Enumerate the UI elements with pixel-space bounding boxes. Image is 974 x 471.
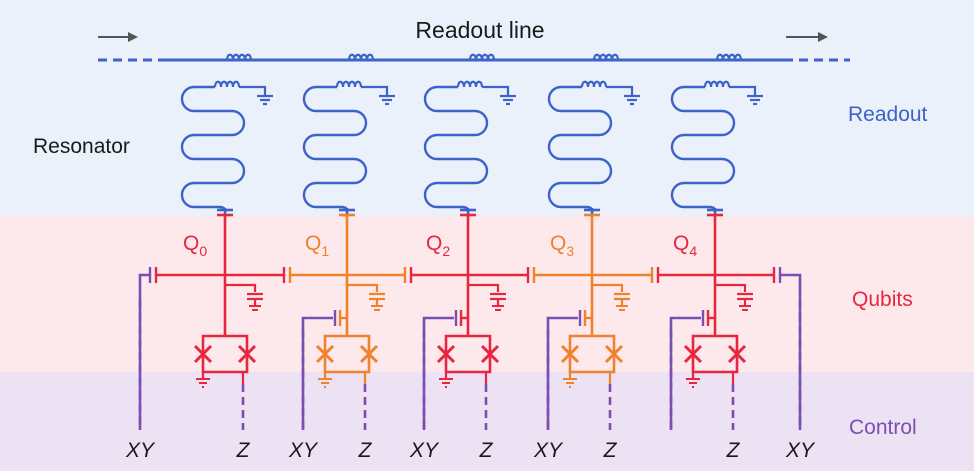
xy-drive-line [546,316,578,430]
shunt-cap-wire [347,283,379,292]
z-label: Z [358,439,373,462]
josephson-junction [237,344,257,364]
resonator-meander [302,85,368,218]
qubit-coupling-bus: XY XY [125,267,816,462]
resonator-inductor [213,80,241,88]
readout-line-inductor [592,53,620,61]
josephson-junction [193,344,213,364]
josephson-junction [683,344,703,364]
squid-loop [323,316,371,374]
xy-drive-line [669,316,701,430]
z-label: Z [236,439,251,462]
shunt-cap-wire [715,283,747,292]
resonator-ground-wire [239,85,267,95]
resonator-inductor [580,80,608,88]
qubit-unit: Q4Z [669,80,763,462]
resonator-meander [180,85,246,218]
qubit-label-index: 4 [689,243,697,259]
josephson-junction [436,344,456,364]
xy-label: XY [533,439,564,462]
resonator-inductor [703,80,731,88]
region-label-readout: Readout [848,103,928,126]
xy-drive-line [422,316,454,430]
qubit-label: Q2 [426,232,450,259]
squid-loop [691,316,739,374]
xy-drive-line [301,316,333,430]
readout-arrow-left [98,32,138,42]
resonator-inductor [456,80,484,88]
resonator-meander [670,85,736,218]
z-label: Z [603,439,618,462]
resonator-meander [547,85,613,218]
qubit-unit: Q0Z [180,80,273,462]
resonator-ground-wire [361,85,389,95]
readout-line-inductor [468,53,496,61]
readout-arrow-right [786,32,828,42]
qubit-label-index: 0 [199,243,207,259]
josephson-junction [315,344,335,364]
readout-line-inductor [715,53,743,61]
qubits-region-bg [0,216,974,372]
resonator-label: Resonator [33,135,130,158]
josephson-junction [560,344,580,364]
josephson-junction [480,344,500,364]
xy-label: XY [785,439,816,462]
qubit-label-index: 2 [442,243,450,259]
josephson-junction [604,344,624,364]
squid-loop [201,316,249,374]
shunt-cap-wire [468,283,500,292]
squid-loop [444,316,492,374]
squid-loop [568,316,616,374]
resonator-ground-wire [606,85,634,95]
xy-label: XY [125,439,156,462]
qubit-unit: Q2Z XY [409,80,516,462]
xy-label: XY [288,439,319,462]
z-label: Z [726,439,741,462]
resonator-meander [423,85,489,218]
readout-line-label: Readout line [415,17,544,43]
readout-line-inductor [225,53,253,61]
qubit-label-index: 1 [321,243,329,259]
region-label-control: Control [849,416,917,439]
josephson-junction [359,344,379,364]
josephson-junction [727,344,747,364]
qubit-label-index: 3 [566,243,574,259]
resonator-ground-wire [729,85,757,95]
z-label: Z [479,439,494,462]
resonator-inductor [335,80,363,88]
readout-line-inductor [347,53,375,61]
shunt-cap-wire [592,283,624,292]
resonator-ground-wire [482,85,510,95]
shunt-cap-wire [225,283,257,292]
xy-label: XY [409,439,440,462]
region-label-qubits: Qubits [852,288,913,311]
